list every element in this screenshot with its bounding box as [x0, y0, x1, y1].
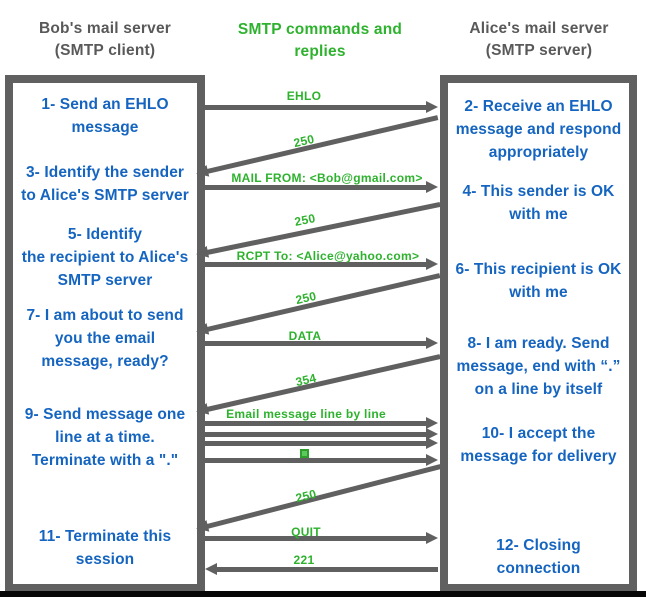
- label-rcpt-to: RCPT To: <Alice@yahoo.com>: [236, 249, 420, 263]
- arrow-quit: [205, 532, 438, 544]
- arrow-reply-250-2: [206, 201, 441, 255]
- client-step-11: 11- Terminate this session: [38, 528, 172, 568]
- arrow-email-line-2: [205, 428, 438, 440]
- arrow-dot-line: [205, 454, 438, 466]
- server-step-4: 4- This sender is OK with me: [462, 183, 615, 223]
- label-250-4: 250: [294, 486, 318, 506]
- arrow-reply-250-3: [206, 273, 441, 332]
- label-ehlo: EHLO: [286, 89, 322, 103]
- arrow-reply-250-4: [206, 464, 442, 529]
- arrow-ehlo: [205, 101, 438, 113]
- client-server-box: [5, 75, 205, 592]
- server-step-8: 8- I am ready. Send message, end with “.…: [456, 335, 621, 398]
- label-250-2: 250: [293, 211, 317, 229]
- client-step-7: 7- I am about to send you the email mess…: [26, 307, 184, 370]
- client-header: Bob's mail server (SMTP client): [38, 20, 171, 59]
- bottom-bar: [0, 591, 646, 597]
- arrow-email-line-3: [205, 437, 438, 449]
- client-step-3: 3- Identify the sender to Alice's SMTP s…: [21, 164, 189, 204]
- server-header: Alice's mail server (SMTP server): [469, 20, 609, 59]
- label-221: 221: [293, 553, 315, 567]
- arrow-reply-250-1: [206, 115, 439, 174]
- arrow-email-line-1: [205, 417, 438, 429]
- arrow-reply-354: [206, 354, 441, 412]
- arrow-rcpt-to: [205, 258, 438, 270]
- green-square-icon: [300, 449, 309, 458]
- label-data: DATA: [288, 329, 322, 343]
- server-step-6: 6- This recipient is OK with me: [455, 261, 622, 301]
- label-quit: QUIT: [291, 525, 321, 539]
- alice-server-box: [440, 75, 637, 592]
- arrow-mail-from: [205, 181, 438, 193]
- client-step-5: 5- Identify the recipient to Alice's SMT…: [21, 226, 189, 289]
- label-mail-from: MAIL FROM: <Bob@gmail.com>: [231, 171, 423, 185]
- arrow-data: [205, 337, 438, 349]
- label-email-message: Email message line by line: [226, 407, 386, 421]
- server-step-12: 12- Closing connection: [496, 537, 581, 577]
- server-step-10: 10- I accept the message for delivery: [460, 425, 617, 465]
- arrow-reply-221: [205, 563, 438, 575]
- middle-header: SMTP commands and replies: [237, 21, 403, 60]
- client-step-1: 1- Send an EHLO message: [41, 96, 169, 136]
- client-step-9: 9- Send message one line at a time. Term…: [24, 406, 186, 469]
- server-step-2: 2- Receive an EHLO message and respond a…: [455, 98, 622, 161]
